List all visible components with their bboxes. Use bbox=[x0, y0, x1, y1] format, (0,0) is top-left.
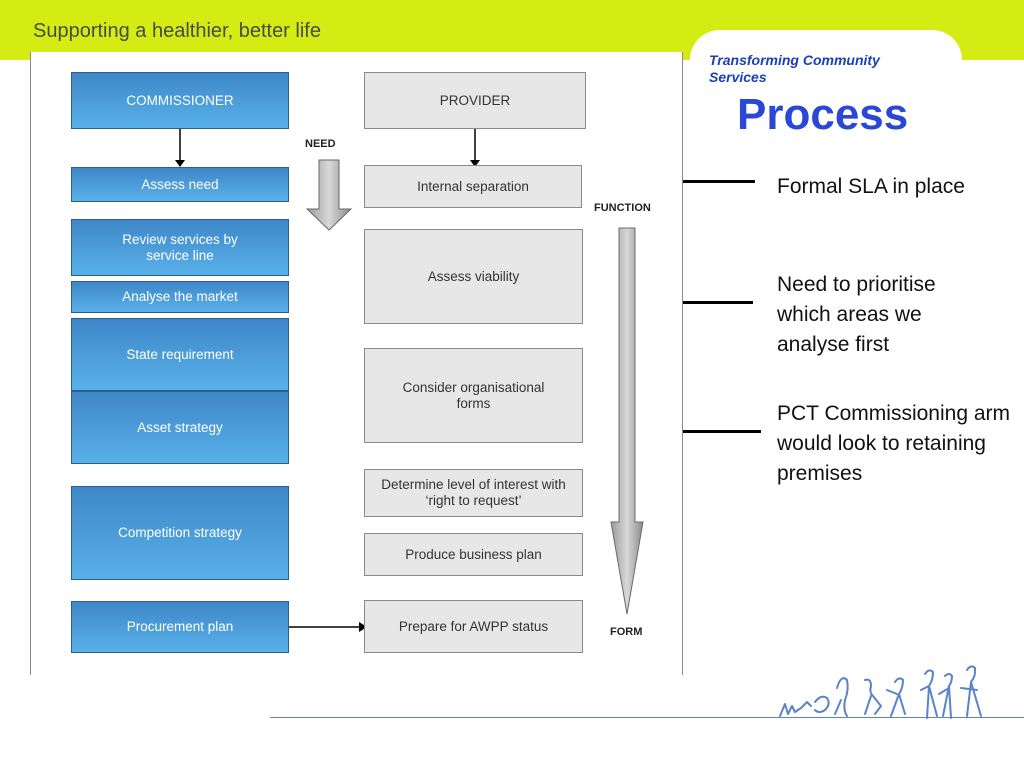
provider-arrow bbox=[470, 129, 480, 167]
programme-name: Transforming Community Services bbox=[709, 52, 880, 85]
people-silhouette-decoration bbox=[779, 665, 982, 719]
note-formal-sla: Formal SLA in place bbox=[777, 175, 965, 198]
page-title: Process bbox=[737, 90, 909, 139]
note-prioritise-areas: Need to prioritise which areas we analys… bbox=[777, 273, 936, 356]
asset-strategy-box: Asset strategy bbox=[71, 391, 289, 464]
analyse-market-box: Analyse the market bbox=[71, 281, 289, 313]
awpp-status-box: Prepare for AWPP status bbox=[364, 600, 583, 653]
organisational-forms-box: Consider organisational forms bbox=[364, 348, 583, 443]
assess-viability-box: Assess viability bbox=[364, 229, 583, 324]
commissioner-arrow bbox=[175, 129, 185, 167]
procurement-arrow bbox=[289, 622, 367, 632]
diagram-arrows bbox=[175, 129, 644, 632]
form-label: FORM bbox=[610, 626, 643, 638]
note-pct-premises: PCT Commissioning arm would look to reta… bbox=[777, 402, 1010, 485]
internal-separation-box: Internal separation bbox=[364, 165, 582, 208]
process-diagram: COMMISSIONER PROVIDER NEED FUNCTION FORM… bbox=[30, 52, 683, 675]
function-form-arrow bbox=[610, 227, 644, 615]
competition-strategy-box: Competition strategy bbox=[71, 486, 289, 580]
need-label: NEED bbox=[305, 138, 336, 150]
note-connector-3 bbox=[683, 430, 761, 433]
level-of-interest-box: Determine level of interest with ‘right … bbox=[364, 469, 583, 517]
review-services-box: Review services by service line bbox=[71, 219, 289, 276]
need-arrow bbox=[305, 159, 353, 231]
commissioner-box: COMMISSIONER bbox=[71, 72, 289, 129]
procurement-plan-box: Procurement plan bbox=[71, 601, 289, 653]
provider-box: PROVIDER bbox=[364, 72, 586, 129]
business-plan-box: Produce business plan bbox=[364, 533, 583, 576]
note-connector-2 bbox=[683, 301, 753, 304]
footer-line bbox=[270, 717, 1024, 718]
state-requirement-box: State requirement bbox=[71, 318, 289, 391]
function-label: FUNCTION bbox=[594, 202, 651, 214]
note-connector-1 bbox=[683, 180, 755, 183]
tagline: Supporting a healthier, better life bbox=[33, 20, 321, 42]
assess-need-box: Assess need bbox=[71, 167, 289, 202]
header-tab bbox=[690, 30, 962, 90]
